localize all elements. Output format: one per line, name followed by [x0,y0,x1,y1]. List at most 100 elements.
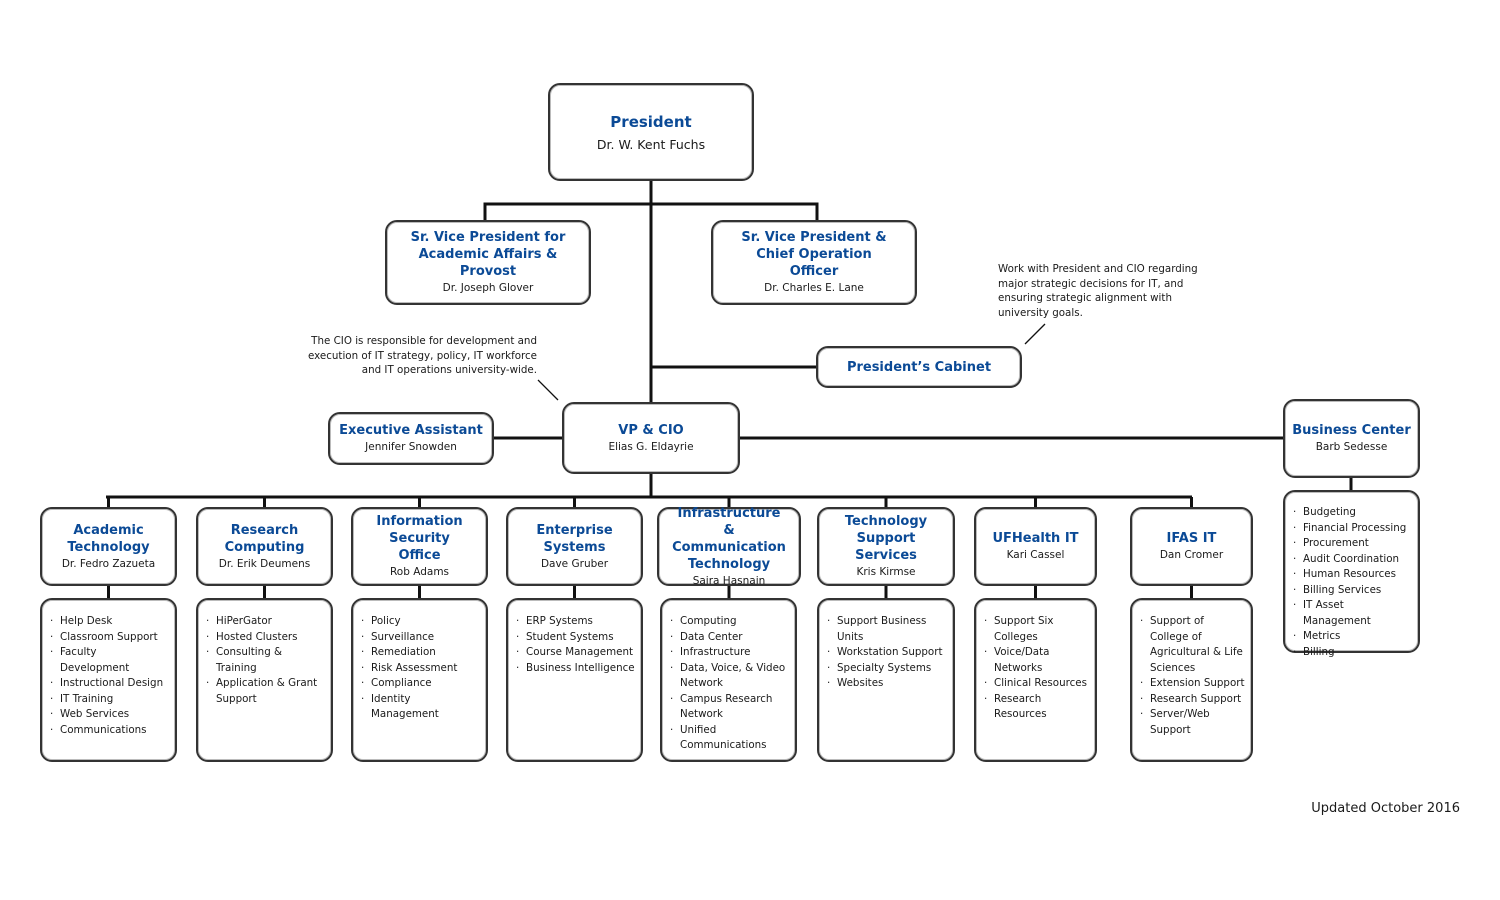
department-head: Rob Adams [389,566,450,578]
business-center-list: BudgetingFinancial ProcessingProcurement… [1283,490,1420,660]
department-service-item: Identity Management [361,692,480,723]
department-service-item: Surveillance [361,630,480,646]
department-head: Kris Kirmse [856,566,916,578]
department-services-list: Support Business UnitsWorkstation Suppor… [817,598,955,762]
department-title: Academic Technology [67,522,150,555]
president-title: President [610,113,692,131]
svp-academic-name: Dr. Joseph Glover [442,282,534,294]
department-service-item: Communications [50,723,169,739]
business-center-item: Financial Processing [1293,521,1412,537]
department-services-list: ERP SystemsStudent SystemsCourse Managem… [506,598,643,762]
svp-coo-name: Dr. Charles E. Lane [764,282,864,294]
business-center-item: IT Asset Management [1293,598,1412,629]
department-title: Information Security Office [376,514,463,563]
department-service-item: Specialty Systems [827,661,947,677]
department-service-item: Websites [827,676,947,692]
svp-academic-title: Sr. Vice President for Academic Affairs … [410,230,566,279]
department-service-item: Research Resources [984,692,1089,723]
department-service-item: HiPerGator [206,614,325,630]
department-service-item: Policy [361,614,480,630]
cio-name: Elias G. Eldayrie [608,440,694,453]
business-center-item: Human Resources [1293,567,1412,583]
department-services-list: ComputingData CenterInfrastructureData, … [660,598,797,762]
department-box: Infrastructure & Communication Technolog… [657,505,801,587]
department-head: Dan Cromer [1159,549,1224,561]
department-service-item: Support Six Colleges [984,614,1089,645]
department-service-item: Classroom Support [50,630,169,646]
department-service-item: Student Systems [516,630,635,646]
department-service-item: Voice/Data Networks [984,645,1089,676]
department-service-item: Support Business Units [827,614,947,645]
business-center-title: Business Center [1292,423,1411,438]
department-service-item: Web Services [50,707,169,723]
department-services-list: Help DeskClassroom SupportFaculty Develo… [40,598,177,762]
cio-title: VP & CIO [618,422,684,438]
department-service-item: Infrastructure [670,645,789,661]
business-center-item: Metrics [1293,629,1412,645]
department-service-item: Hosted Clusters [206,630,325,646]
cio-note: The CIO is responsible for development a… [307,335,537,376]
department-title: UFHealth IT [992,531,1079,546]
department-title: Enterprise Systems [536,522,613,555]
department-service-item: Research Support [1140,692,1245,708]
department-service-item: Faculty Development [50,645,169,676]
business-center-item: Billing [1293,645,1412,661]
department-box: IFAS IT Dan Cromer [1130,507,1253,586]
department-service-item: Data Center [670,630,789,646]
department-service-item: Server/Web Support [1140,707,1245,738]
cabinet-box: President’s Cabinet [816,346,1022,388]
president-box: President Dr. W. Kent Fuchs [548,83,754,181]
svp-academic-box: Sr. Vice President for Academic Affairs … [385,220,591,305]
department-title: Infrastructure & Communication Technolog… [672,505,786,572]
department-box: UFHealth IT Kari Cassel [974,507,1097,586]
exec-assistant-name: Jennifer Snowden [365,441,457,453]
department-head: Dave Gruber [540,557,609,570]
department-service-item: Unified Communications [670,723,789,754]
department-service-item: Consulting & Training [206,645,325,676]
department-service-item: Help Desk [50,614,169,630]
department-service-item: Instructional Design [50,676,169,692]
business-center-name: Barb Sedesse [1315,441,1388,453]
business-center-item: Budgeting [1293,505,1412,521]
department-head: Dr. Fedro Zazueta [61,557,156,570]
president-name: Dr. W. Kent Fuchs [596,137,706,152]
exec-assistant-box: Executive Assistant Jennifer Snowden [328,412,494,465]
department-service-item: Risk Assessment [361,661,480,677]
department-service-item: Clinical Resources [984,676,1089,692]
business-center-box: Business Center Barb Sedesse [1283,399,1420,478]
department-head: Saira Hasnain [692,574,766,587]
department-services-list: Support of College of Agricultural & Lif… [1130,598,1253,762]
department-service-item: Campus Research Network [670,692,789,723]
business-center-item: Audit Coordination [1293,552,1412,568]
department-service-item: Compliance [361,676,480,692]
department-service-item: Remediation [361,645,480,661]
department-title: IFAS IT [1166,531,1217,546]
business-center-item: Billing Services [1293,583,1412,599]
department-service-item: Business Intelligence [516,661,635,677]
department-title: Research Computing [224,522,305,555]
updated-date: Updated October 2016 [1311,801,1460,816]
cabinet-note: Work with President and CIO regarding ma… [998,263,1198,319]
exec-assistant-title: Executive Assistant [339,423,483,438]
department-service-item: IT Training [50,692,169,708]
department-head: Kari Cassel [1006,549,1065,561]
department-service-item: Workstation Support [827,645,947,661]
svp-coo-box: Sr. Vice President & Chief Operation Off… [711,220,917,305]
department-head: Dr. Erik Deumens [218,557,311,570]
department-service-item: Data, Voice, & Video Network [670,661,789,692]
department-service-item: Course Management [516,645,635,661]
cabinet-title: President’s Cabinet [846,359,992,375]
department-services-list: Support Six CollegesVoice/Data NetworksC… [974,598,1097,762]
department-service-item: Application & Grant Support [206,676,325,707]
svp-coo-title: Sr. Vice President & Chief Operation Off… [741,230,887,279]
business-center-item: Procurement [1293,536,1412,552]
department-title: Technology Support Services [844,514,928,563]
department-service-item: ERP Systems [516,614,635,630]
cio-box: VP & CIO Elias G. Eldayrie [562,402,740,474]
